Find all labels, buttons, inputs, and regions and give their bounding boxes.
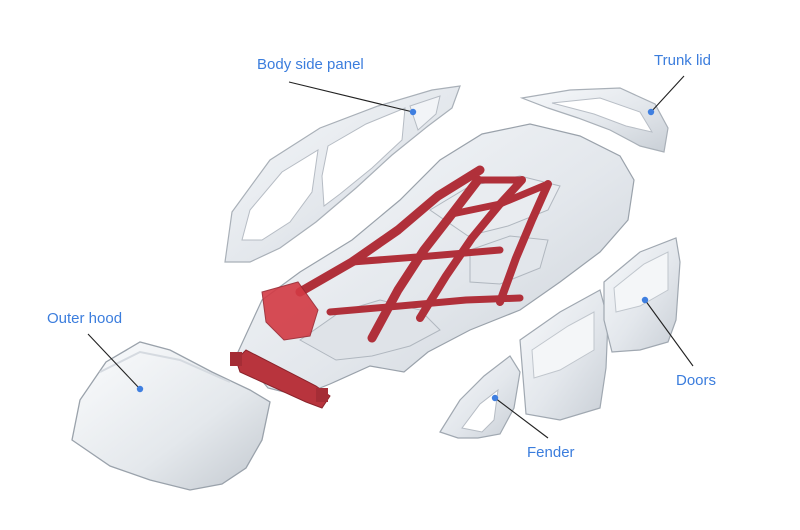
front-door-part xyxy=(603,237,681,353)
dot-trunk-lid xyxy=(647,108,655,116)
label-trunk-lid: Trunk lid xyxy=(654,52,711,69)
label-doors: Doors xyxy=(676,372,717,389)
label-body-side-panel: Body side panel xyxy=(257,56,364,73)
label-outer-hood: Outer hood xyxy=(47,310,123,327)
label-fender: Fender xyxy=(527,444,575,461)
dot-fender xyxy=(491,394,499,402)
leader-line-outer-hood xyxy=(87,333,141,390)
leader-lines xyxy=(87,75,694,439)
outer-hood-part xyxy=(71,341,271,491)
trunk-lid-part xyxy=(519,87,669,153)
body-side-panel-part xyxy=(224,85,461,263)
rear-door-part xyxy=(519,289,609,421)
leader-line-fender xyxy=(494,397,549,439)
leader-line-body-side-panel xyxy=(288,81,414,113)
leader-line-doors xyxy=(644,299,694,367)
fender-part xyxy=(439,355,521,439)
dot-body-side-panel xyxy=(409,108,417,116)
anchor-dots xyxy=(136,108,655,402)
leader-line-trunk-lid xyxy=(650,75,685,113)
dot-doors xyxy=(641,296,649,304)
body-in-white-part xyxy=(230,123,635,409)
dot-outer-hood xyxy=(136,385,144,393)
